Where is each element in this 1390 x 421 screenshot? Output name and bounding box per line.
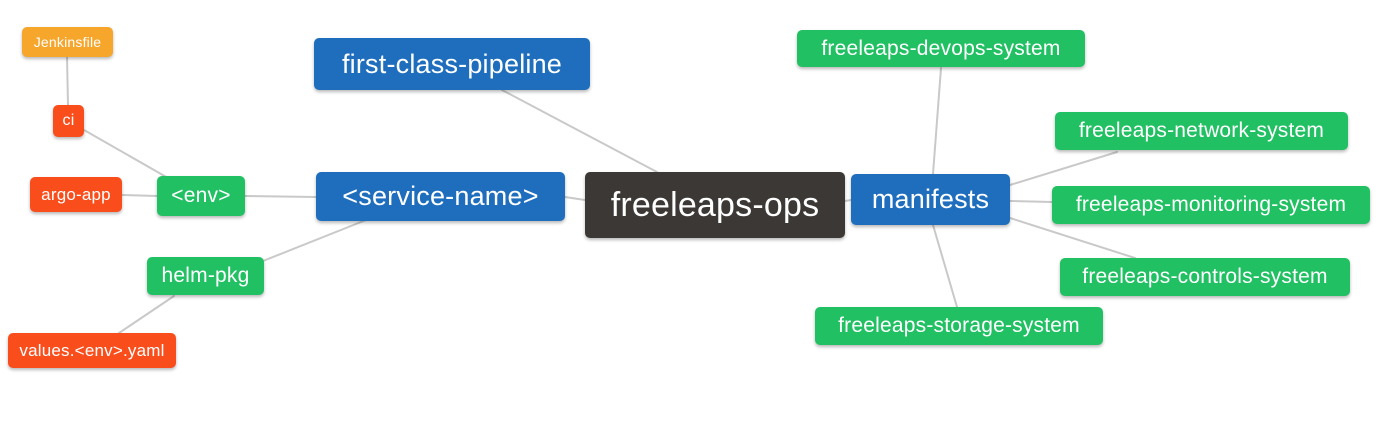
node-freeleaps-storage-system[interactable]: freeleaps-storage-system: [815, 307, 1103, 345]
edge-argo-app-env: [121, 194, 158, 197]
edge-manifests-freeleaps-storage-system: [932, 224, 958, 308]
node-ci[interactable]: ci: [53, 105, 84, 137]
edge-ci-env: [83, 129, 169, 179]
edge-values-env-yaml-helm-pkg: [118, 295, 175, 334]
node-first-class-pipeline[interactable]: first-class-pipeline: [314, 38, 590, 90]
edge-first-class-pipeline-freeleaps-ops: [501, 89, 658, 173]
node-freeleaps-monitoring-system[interactable]: freeleaps-monitoring-system: [1052, 186, 1370, 224]
edge-manifests-freeleaps-controls-system: [1009, 217, 1136, 259]
edge-env-service-name: [244, 195, 317, 198]
node-freeleaps-network-system[interactable]: freeleaps-network-system: [1055, 112, 1348, 150]
node-helm-pkg[interactable]: helm-pkg: [147, 257, 264, 295]
node-values-env-yaml[interactable]: values.<env>.yaml: [8, 333, 176, 368]
node-freeleaps-devops-system[interactable]: freeleaps-devops-system: [797, 30, 1085, 67]
node-freeleaps-controls-system[interactable]: freeleaps-controls-system: [1060, 258, 1350, 296]
node-manifests[interactable]: manifests: [851, 174, 1010, 225]
node-freeleaps-ops[interactable]: freeleaps-ops: [585, 172, 845, 238]
edge-service-name-freeleaps-ops: [564, 196, 586, 201]
node-jenkinsfile[interactable]: Jenkinsfile: [22, 27, 113, 57]
node-argo-app[interactable]: argo-app: [30, 177, 122, 212]
node-env[interactable]: <env>: [157, 176, 245, 216]
edge-jenkinsfile-ci: [66, 56, 69, 106]
edge-freeleaps-ops-manifests: [844, 199, 852, 202]
edge-manifests-freeleaps-monitoring-system: [1009, 200, 1053, 203]
edge-manifests-freeleaps-network-system: [1009, 151, 1118, 186]
node-service-name[interactable]: <service-name>: [316, 172, 565, 221]
edge-manifests-freeleaps-devops-system: [932, 67, 942, 175]
edge-helm-pkg-service-name: [262, 219, 367, 262]
